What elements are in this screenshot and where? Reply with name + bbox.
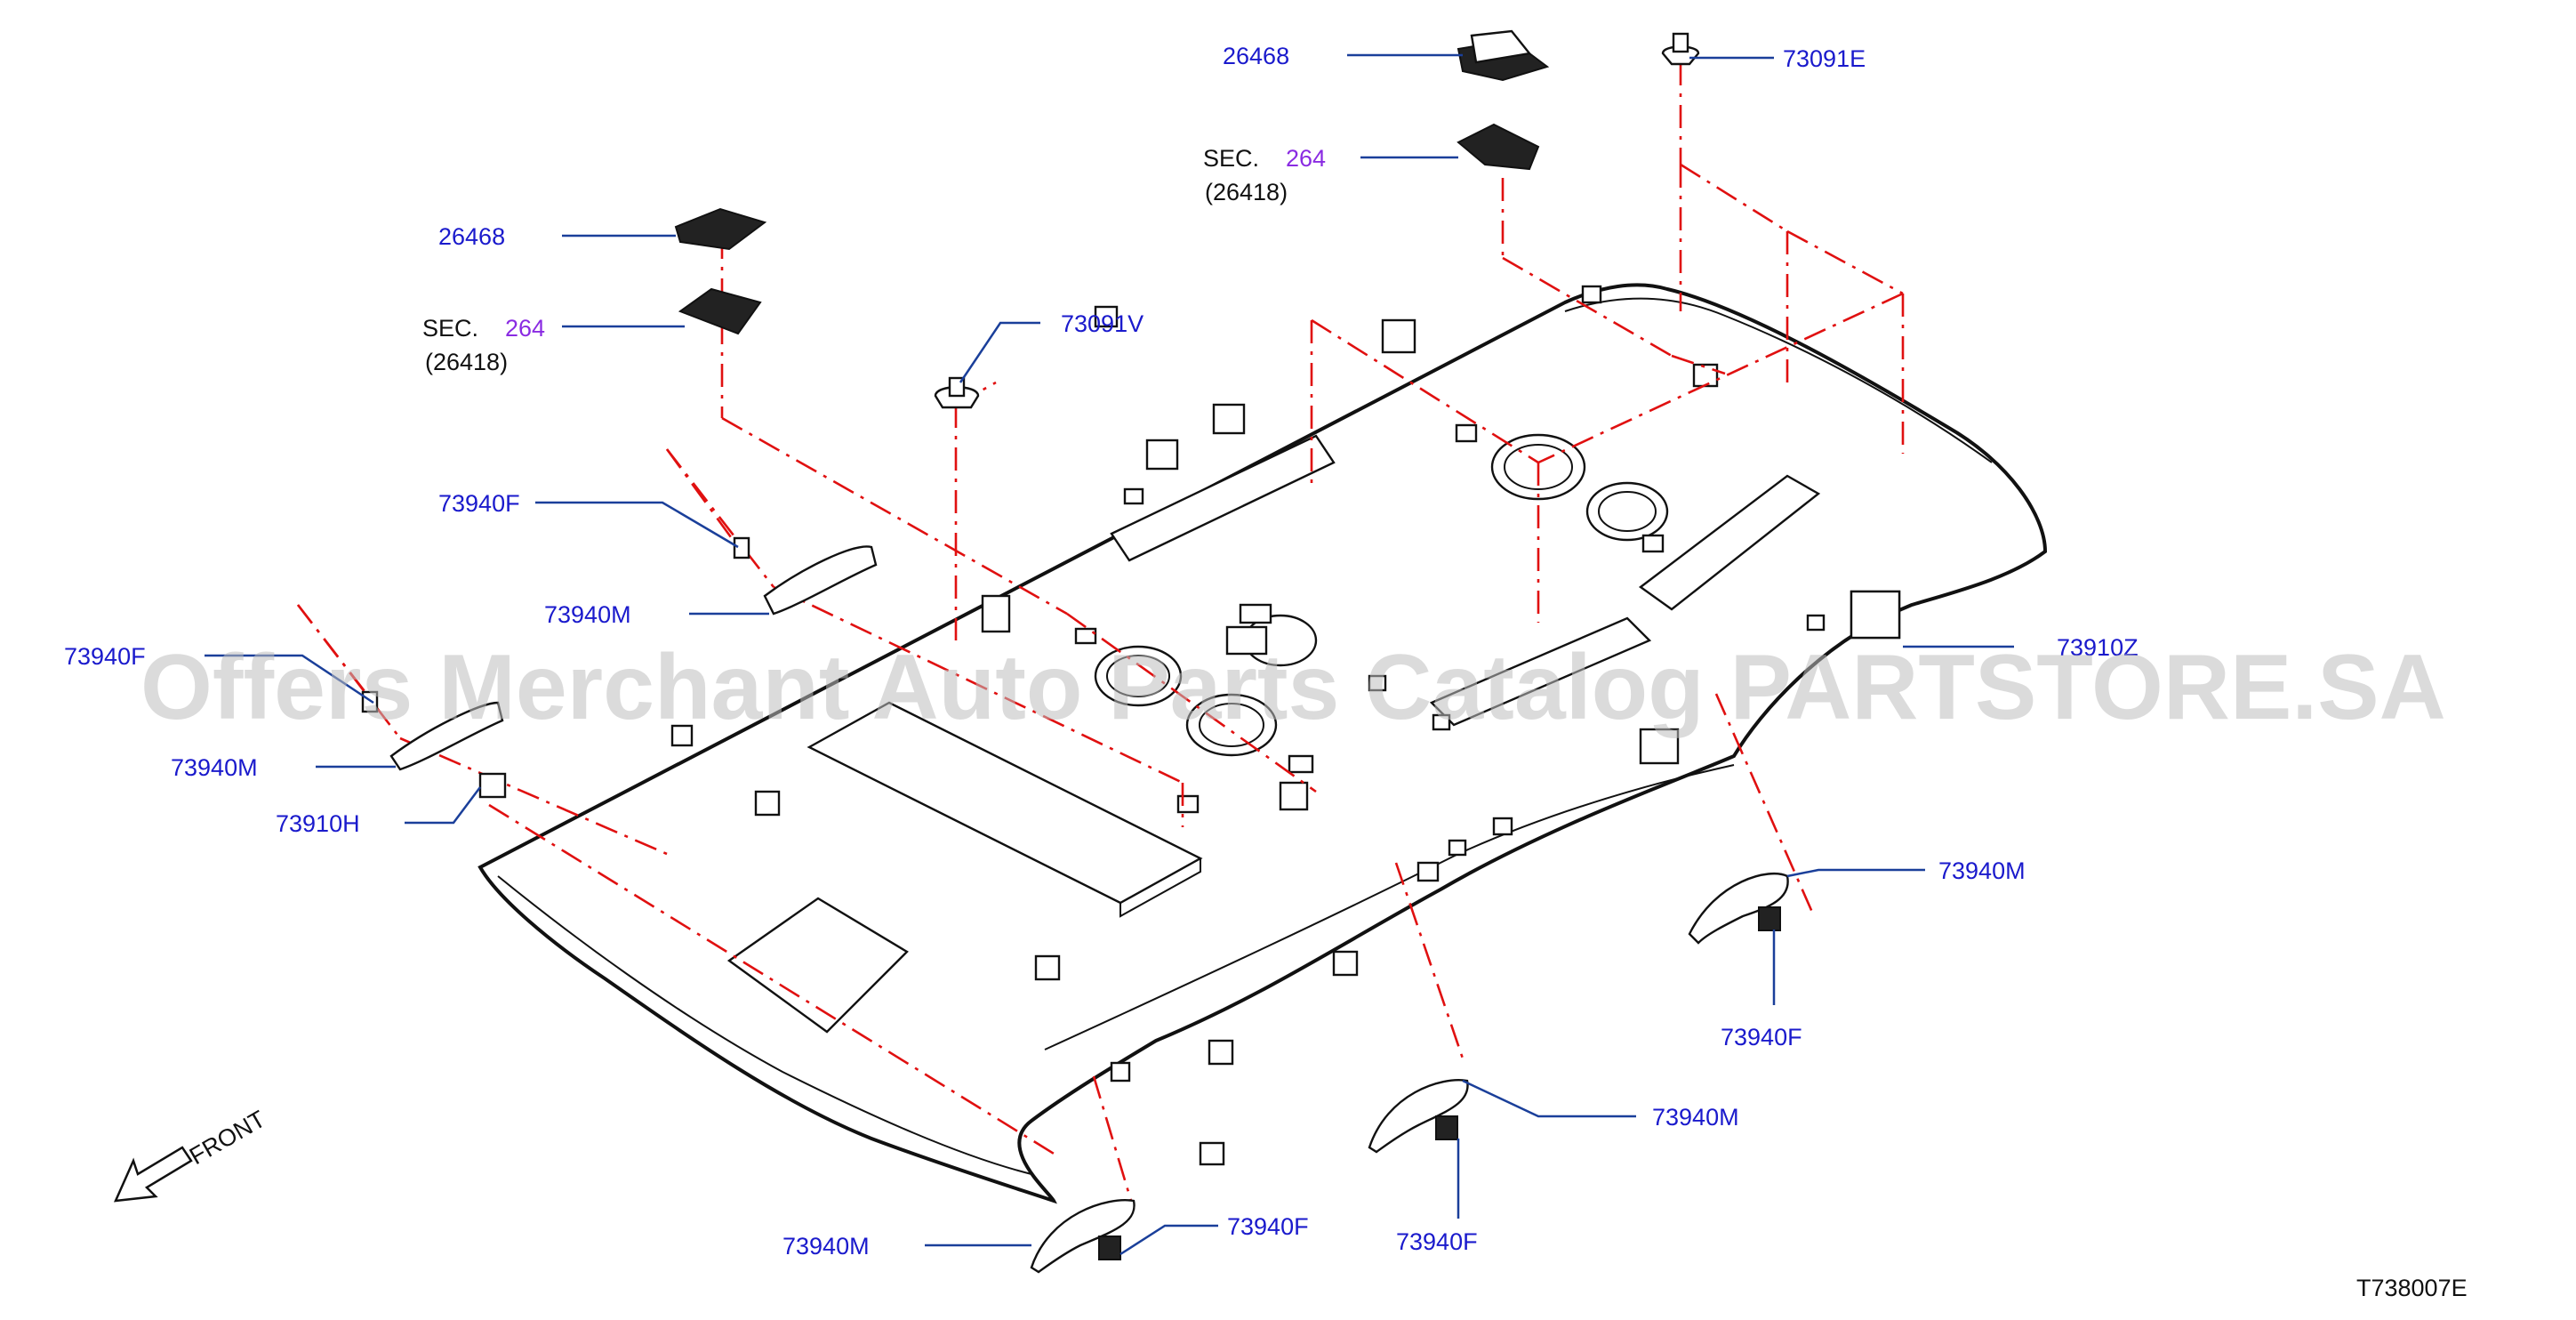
grip-handle-left-upper [733,536,878,616]
panel-clips [670,285,1901,1166]
headlining-panel [477,283,2048,1204]
section-ref-prefix: SEC. [422,315,478,342]
callout-26468-left: 26468 [438,223,505,250]
callout-73940M-e: 73940M [782,1233,870,1260]
callout-73091E: 73091E [1783,45,1866,72]
sunshade-area [726,897,909,1034]
front-label: FRONT [185,1106,270,1170]
callout-73910Z: 73910Z [2057,634,2139,661]
section-ref-sub: (26418) [425,349,508,375]
section-ref-prefix: SEC. [1203,145,1259,172]
map-lamp-base-left [678,287,762,335]
grip-handle-right-rear [1688,873,1789,945]
grip-handle-right-mid [1368,1079,1469,1154]
callouts: 26468 73091E 26468 73091V 73940F 73940M … [64,43,2139,1260]
trim-strip-3 [1638,474,1821,611]
clip-73910Z [1850,590,1901,640]
callout-73940M-d: 73940M [1652,1104,1739,1131]
diagram-code: T738007E [2356,1275,2468,1301]
callout-73940F-c: 73940F [1721,1024,1802,1050]
section-ref-left: SEC. 264 (26418) [422,315,545,375]
map-lamp-left [674,207,767,251]
section-ref-top: SEC. 264 (26418) [1203,145,1326,205]
callout-73940F-a: 73940F [438,490,520,517]
grip-handle-left-lower [361,690,504,771]
callout-73940M-a: 73940M [544,601,631,628]
callout-26468-top: 26468 [1223,43,1289,69]
watermark-text: Offers Merchant Auto Parts Catalog PARTS… [140,636,2446,739]
leader-lines [205,53,2014,1256]
front-arrow-icon [113,1146,193,1203]
callout-73940F-d: 73940F [1396,1228,1478,1255]
callout-73910H: 73910H [276,810,360,837]
section-ref-sub: (26418) [1205,179,1288,205]
map-lamp-top [1457,29,1550,82]
callout-73940M-c: 73940M [1938,857,2026,884]
grip-handle-right-front [1030,1199,1136,1274]
trim-strip-1 [1110,434,1336,562]
callout-73940F-e: 73940F [1227,1213,1309,1240]
callout-73940M-b: 73940M [171,754,258,781]
callout-73940F-b: 73940F [64,643,146,670]
section-ref-number: 264 [1286,145,1326,172]
clip-73910H [478,772,507,799]
map-lamp-base-top [1457,123,1540,171]
section-ref-number: 264 [505,315,545,342]
clip-73091E [1661,32,1700,66]
callout-73091V: 73091V [1061,310,1144,337]
clip-73091V [934,376,980,409]
